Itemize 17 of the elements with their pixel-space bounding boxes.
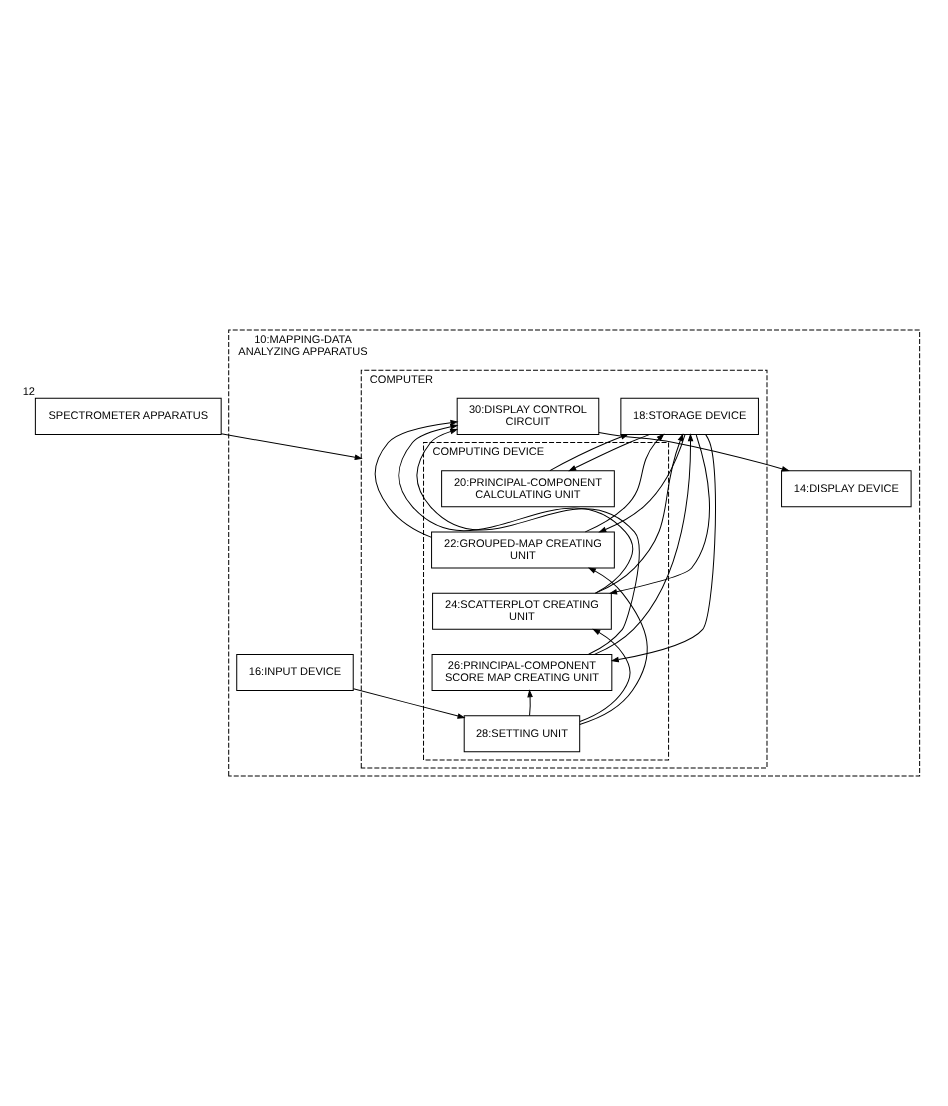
arrow	[568, 434, 649, 472]
arrow	[526, 690, 532, 716]
arrow	[578, 567, 647, 725]
arrow	[593, 434, 693, 655]
arrow	[583, 434, 663, 533]
arrow	[397, 424, 633, 594]
arrow	[548, 434, 627, 472]
arrow	[594, 434, 683, 594]
arrow	[610, 434, 715, 663]
arrow	[609, 434, 709, 595]
arrow	[219, 433, 361, 460]
arrow	[598, 434, 685, 533]
arrow	[578, 628, 630, 723]
arrow	[351, 688, 464, 719]
arrow	[597, 432, 788, 472]
arrow	[415, 428, 639, 655]
arrow	[373, 420, 457, 538]
